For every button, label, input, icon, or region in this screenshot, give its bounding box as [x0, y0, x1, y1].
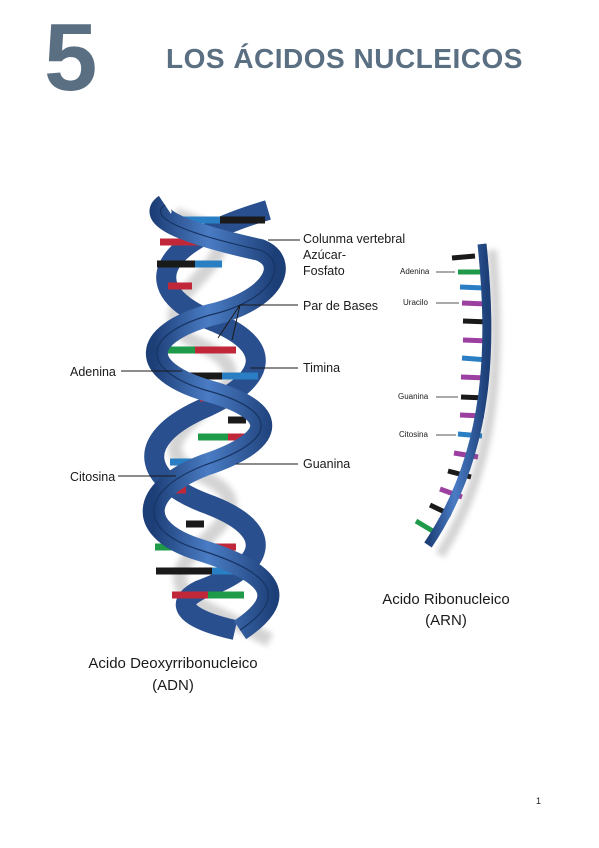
rna-leader-lines: [436, 271, 459, 436]
dna-caption-line1: Acido Deoxyrribonucleico: [88, 655, 257, 672]
label-adenine: Adenina: [70, 365, 116, 379]
dna-helix: Colunma vertebral Azúcar- Fosfato Par de…: [70, 195, 405, 694]
chapter-title: LOS ÁCIDOS NUCLEICOS: [166, 43, 523, 74]
dna-leader-lines: [118, 239, 300, 477]
rna-base: [451, 253, 476, 261]
dna-caption-line2: (ADN): [152, 677, 194, 694]
rna-strand: Adenina Uracilo Guanina Citosina Acido R…: [382, 243, 510, 629]
label-base-pair: Par de Bases: [303, 299, 378, 313]
label-guanine: Guanina: [303, 457, 350, 471]
rna-caption-line1: Acido Ribonucleico: [382, 591, 510, 608]
rna-caption-line2: (ARN): [425, 612, 467, 629]
rna-backbone: [424, 243, 492, 548]
dna-backbone-edge: [153, 204, 276, 631]
rna-label-adenine: Adenina: [400, 267, 430, 276]
label-backbone-line3: Fosfato: [303, 264, 345, 278]
label-thymine: Timina: [303, 361, 340, 375]
label-cytosine: Citosina: [70, 470, 115, 484]
rna-base: [459, 284, 485, 291]
label-backbone-line1: Colunma vertebral: [303, 232, 405, 246]
rna-label-uracil: Uracilo: [403, 298, 428, 307]
rna-label-guanine: Guanina: [398, 392, 429, 401]
chapter-number: 5: [44, 4, 98, 111]
rna-label-cytosine: Citosina: [399, 430, 428, 439]
label-backbone-line2: Azúcar-: [303, 248, 346, 262]
rna-backbone-shadow: [435, 249, 501, 558]
dna-backbone-back: [144, 200, 271, 640]
page-number: 1: [536, 796, 542, 806]
